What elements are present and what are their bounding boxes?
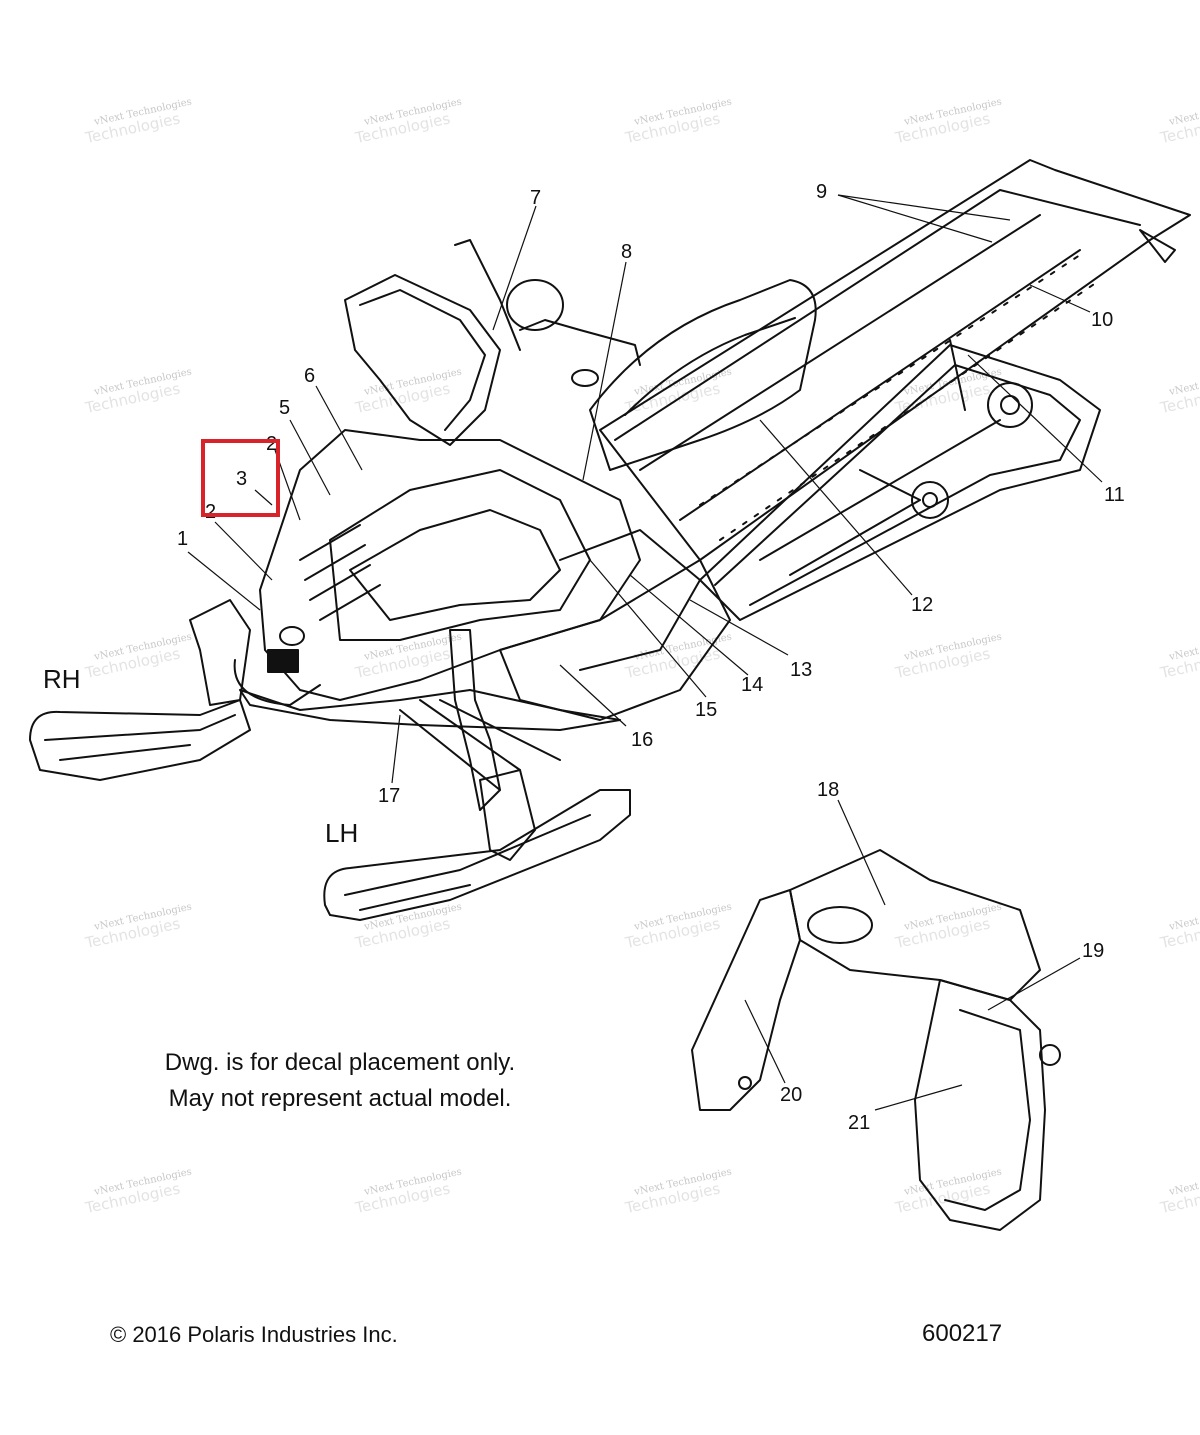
callout-11: 11 [1104,484,1125,506]
idler-wheel-mid [911,481,949,519]
callout-6: 6 [304,365,315,387]
callout-13: 13 [790,659,812,681]
seat-inner [624,317,796,416]
callout-12: 12 [911,594,933,616]
windshield [344,274,501,446]
note-line-2: May not represent actual model. [168,1085,512,1112]
rh-ski [29,699,251,781]
lh-label: LH [325,818,358,848]
callout-9: 9 [816,181,827,203]
vents [299,524,381,621]
exploded-fastener-2 [738,1076,752,1090]
flap [1139,229,1176,263]
callout-3: 3 [236,468,247,490]
exploded-hood-opening [807,906,873,944]
side-panel [499,559,731,721]
rear-suspension [759,339,1001,576]
callout-18: 18 [817,779,839,801]
callout-10: 10 [1091,309,1113,331]
rh-spindle [189,599,251,706]
callout-1: 1 [177,528,188,550]
seat [589,279,817,471]
callout-15: 15 [695,699,717,721]
side-panel-inner [559,529,701,671]
hood-panel-1 [329,469,591,641]
note-line-1: Dwg. is for decal placement only. [164,1049,516,1076]
snowmobile-drawing [29,159,1191,1231]
callout-8: 8 [621,241,632,263]
highlight-box-callout-3 [201,439,280,517]
idler-wheel-rear [987,382,1033,428]
callout-17: 17 [378,785,400,807]
drawing-number: 600217 [922,1320,1003,1347]
lh-ski [323,789,631,921]
lh-ski-inner [344,814,591,911]
windshield-inner [359,289,486,431]
nose-badge [267,649,299,673]
callout-7: 7 [530,187,541,209]
placement-note: Dwg. is for decal placement only. May no… [120,1045,560,1117]
hood-panel-2 [349,509,561,621]
tunnel-rivets [699,254,1101,541]
tunnel-top [614,189,1141,521]
exploded-hood-top [789,849,1041,1001]
track [699,344,1101,621]
callout-21: 21 [848,1112,870,1134]
callout-2-alt: 2 [266,433,277,455]
exploded-left-panel [691,889,801,1111]
leader-lines [187,194,1103,1111]
idler-wheel-rear-inner [1000,395,1020,415]
handlebar [454,239,641,366]
exploded-right-panel [914,979,1046,1231]
tunnel-rail [599,159,1191,561]
exploded-fastener [1039,1044,1061,1066]
callout-16: 16 [631,729,653,751]
headlight [279,626,305,646]
callout-5: 5 [279,397,290,419]
hand-guard [506,279,564,331]
rh-label: RH [43,664,81,694]
front-bumper [233,659,321,706]
callout-14: 14 [741,674,763,696]
callout-numbers: 1 2 2 3 4 5 6 7 8 9 10 11 12 13 14 15 16… [177,181,1125,1134]
copyright-text: © 2016 Polaris Industries Inc. [110,1322,398,1347]
exploded-right-panel-inner [944,1009,1031,1211]
callout-2: 2 [205,501,216,523]
a-arms [399,699,561,791]
idler-wheel-mid-inner [922,492,938,508]
rh-ski-inner [44,714,236,761]
callout-19: 19 [1082,940,1104,962]
belly-pan [239,689,621,731]
gas-cap [571,369,599,387]
lh-spindle [479,769,536,861]
callout-20: 20 [780,1084,802,1106]
